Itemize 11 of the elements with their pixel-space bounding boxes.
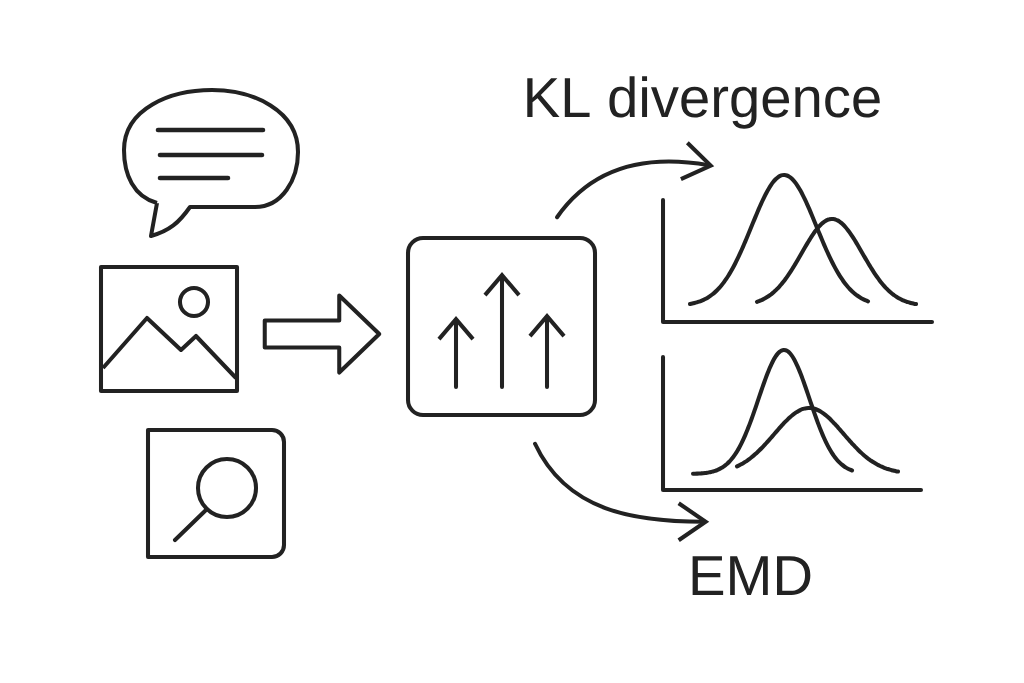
- edge-label: KL divergence: [519, 72, 886, 133]
- block-arrow: [262, 293, 382, 375]
- edge-label: EMD: [684, 552, 817, 599]
- up-arrows-box: [406, 235, 598, 417]
- curved-arrow: [555, 141, 715, 220]
- speech-bubble-icon: [122, 87, 301, 238]
- magnifier-icon: [146, 427, 286, 559]
- distribution-chart: [661, 172, 935, 324]
- curved-arrow: [533, 441, 710, 542]
- image-icon: [99, 264, 240, 393]
- distribution-chart: [661, 347, 924, 492]
